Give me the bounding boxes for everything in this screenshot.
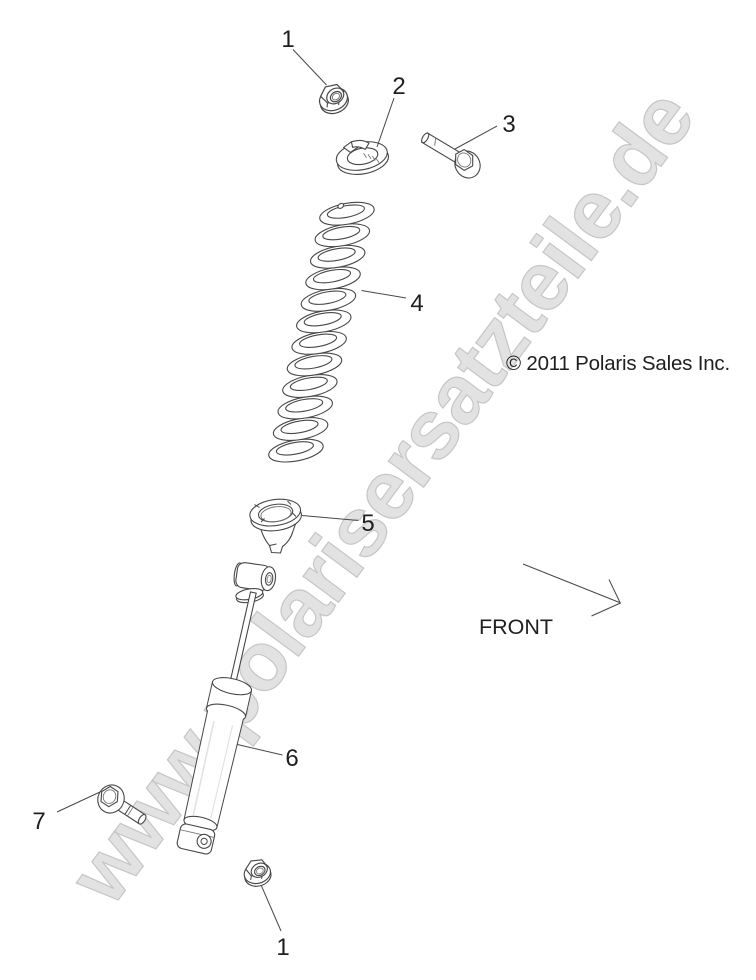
leader-1-bottom [262, 886, 282, 931]
leader-3 [455, 126, 497, 149]
front-direction: FRONT [479, 564, 621, 639]
front-arrow [523, 564, 621, 616]
callout-4: 4 [410, 290, 423, 317]
shock-top-eyelet [233, 561, 277, 592]
callout-1-top: 1 [281, 26, 294, 53]
callout-7: 7 [32, 808, 45, 835]
part-flange-nut-top [316, 84, 351, 117]
front-label: FRONT [479, 615, 553, 639]
leader-4 [362, 291, 407, 299]
part-flange-nut-bottom [240, 857, 276, 891]
part-flange-bolt-upper [420, 132, 485, 183]
copyright-text: © 2011 Polaris Sales Inc. [506, 352, 730, 375]
leader-2 [377, 98, 394, 147]
callout-2: 2 [392, 73, 405, 100]
leader-1-top [293, 50, 327, 86]
callout-5: 5 [361, 510, 374, 537]
watermark-text: www.polarisersatzteile.de [51, 73, 712, 920]
callout-3: 3 [502, 111, 515, 138]
callout-6: 6 [285, 745, 298, 772]
part-coil-spring [261, 198, 383, 465]
part-spring-retainer-washer [334, 138, 391, 179]
callout-1-bottom: 1 [276, 934, 289, 961]
